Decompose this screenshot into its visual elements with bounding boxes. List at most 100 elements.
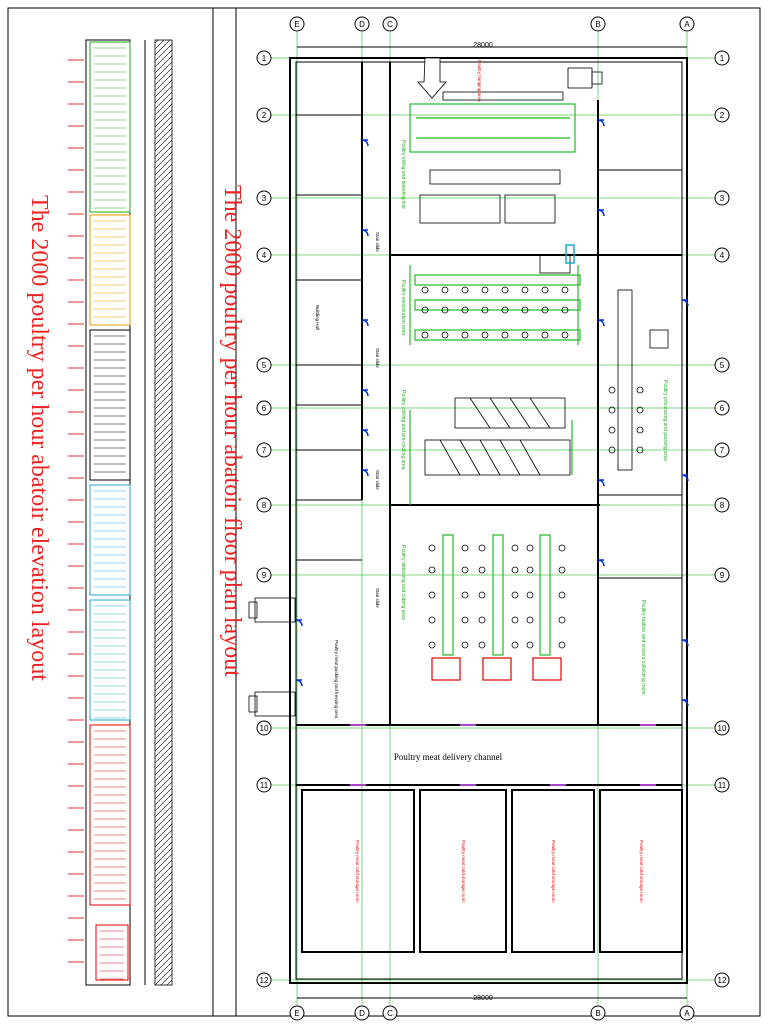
- packing-machine-2: [482, 657, 512, 681]
- axis-label-column: E: [294, 1009, 299, 1018]
- axis-label-row: 11: [718, 781, 727, 790]
- stair-label-1: Stair slide: [375, 232, 380, 252]
- axis-bubble: [590, 1005, 606, 1021]
- cold-storage-label-4: Poultry meat cold storage room: [639, 840, 644, 903]
- worker-position: [511, 591, 519, 599]
- axis-label-row: 3: [262, 194, 267, 203]
- door: [295, 619, 303, 627]
- axis-bubble: [256, 442, 272, 458]
- cold-storage-label-3: Poultry meat cold storage room: [551, 840, 556, 903]
- axis-label-column: A: [684, 20, 690, 29]
- axis-label-row: 7: [262, 446, 267, 455]
- pre-chiller: [454, 397, 566, 429]
- cold-storage-room-3: [511, 789, 595, 953]
- worker-position: [636, 406, 644, 414]
- equipment: [409, 91, 669, 681]
- door: [597, 319, 605, 327]
- door: [681, 299, 689, 307]
- axis-bubble: [256, 190, 272, 206]
- door: [681, 474, 689, 482]
- worker-position: [541, 286, 549, 294]
- axis-label-row: 2: [720, 111, 725, 120]
- inner-wall: [295, 61, 683, 980]
- axis-bubble: [256, 777, 272, 793]
- worker-position: [511, 641, 519, 649]
- evisceration-line-1: [414, 274, 581, 286]
- worker-position: [421, 331, 429, 339]
- worker-position: [461, 544, 469, 552]
- worker-position: [478, 616, 486, 624]
- worker-position: [481, 286, 489, 294]
- worker-position: [526, 544, 534, 552]
- worker-position: [558, 641, 566, 649]
- elevation-segments: [89, 41, 131, 981]
- axis-bubble: [714, 442, 730, 458]
- packing-machine-3: [532, 657, 562, 681]
- door: [361, 319, 369, 327]
- worker-position: [608, 446, 616, 454]
- axis-label-row: 2: [262, 111, 267, 120]
- elevation-markers: [68, 59, 84, 963]
- worker-position: [478, 544, 486, 552]
- truck-icon: [248, 691, 296, 717]
- axis-bubble: [256, 247, 272, 263]
- hanging-platform: [442, 91, 564, 101]
- worker-position: [541, 306, 549, 314]
- axis-bubble: [714, 777, 730, 793]
- axis-label-row: 4: [262, 251, 267, 260]
- cold-storage-label-1: Poultry meat cold storage room: [355, 840, 360, 903]
- processing-table: [617, 289, 633, 471]
- building-hall-label: Building Hall: [315, 305, 320, 330]
- axis-label-column: D: [359, 20, 365, 29]
- doors: [295, 119, 689, 786]
- cold-storage-room-4: [599, 789, 683, 953]
- storage-area-label: Poultry hanging area: [477, 60, 482, 102]
- door: [295, 679, 303, 687]
- worker-position: [441, 331, 449, 339]
- worker-position: [526, 641, 534, 649]
- worker-position: [501, 286, 509, 294]
- axis-bubble: [382, 16, 398, 32]
- axis-label-row: 5: [720, 361, 725, 370]
- worker-position: [461, 591, 469, 599]
- axis-bubble: [590, 16, 606, 32]
- axis-bubble: [714, 567, 730, 583]
- worker-position: [461, 616, 469, 624]
- axis-bubble: [714, 400, 730, 416]
- cutting-conveyor-3: [539, 534, 551, 656]
- axis-label-column: C: [387, 1009, 393, 1018]
- worker-position: [421, 286, 429, 294]
- axis-bubble: [256, 400, 272, 416]
- elevation-layout: The 2000 poultry per hour abatoir elevat…: [26, 39, 173, 986]
- elevation-section: [89, 599, 131, 721]
- axis-bubble: [714, 357, 730, 373]
- worker-position: [481, 306, 489, 314]
- main-chiller: [424, 439, 571, 476]
- evisceration-label: Poultry evisceration area: [400, 280, 406, 335]
- axis-label-row: 1: [720, 54, 725, 63]
- entry-arrow-icon: [417, 57, 447, 99]
- elevation-wall: [154, 39, 173, 986]
- stair-label-2: Stair slide: [375, 348, 380, 368]
- axis-bubble: [289, 16, 305, 32]
- axis-bubble: [256, 107, 272, 123]
- worker-position: [511, 616, 519, 624]
- worker-position: [521, 286, 529, 294]
- worker-position: [421, 306, 429, 314]
- axis-bubble: [382, 1005, 398, 1021]
- axis-label-row: 6: [720, 404, 725, 413]
- door: [597, 119, 605, 127]
- worker-position: [481, 331, 489, 339]
- axis-label-row: 6: [262, 404, 267, 413]
- axis-bubble: [714, 972, 730, 988]
- door: [681, 699, 689, 707]
- worker-position: [608, 386, 616, 394]
- plucking-machine-2: [504, 194, 556, 224]
- axis-bubble: [256, 50, 272, 66]
- worker-position: [478, 641, 486, 649]
- door: [361, 229, 369, 237]
- byproduct-label: Poultry feather and viscera collecting r…: [640, 600, 646, 695]
- cold-storage-label-2: Poultry meat cold storage room: [461, 840, 466, 903]
- cutting-conveyor-2: [492, 534, 504, 656]
- axis-label-row: 5: [262, 361, 267, 370]
